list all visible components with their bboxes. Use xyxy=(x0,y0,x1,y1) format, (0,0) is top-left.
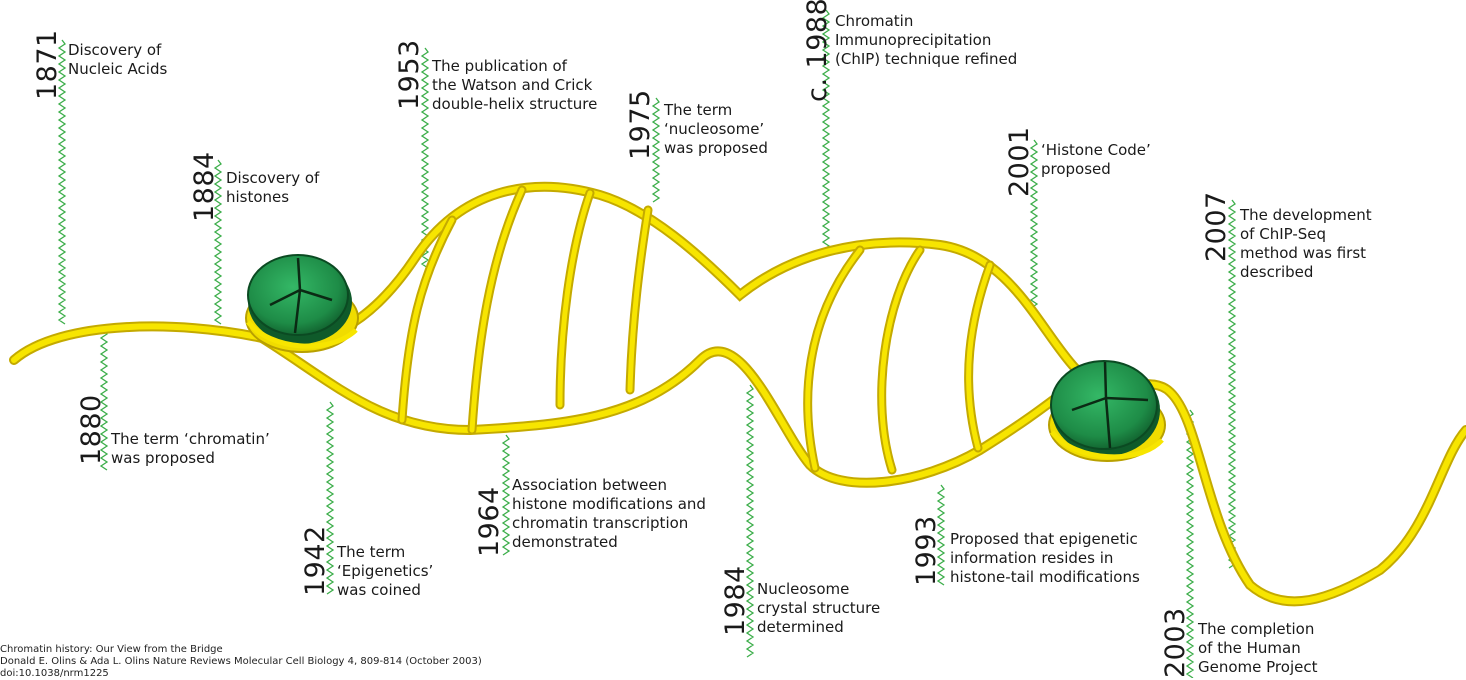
citation-doi: doi:10.1038/nrm1225 xyxy=(0,668,109,679)
event-description-line: was proposed xyxy=(111,449,215,467)
event-description: The completion of the Human Genome Proje… xyxy=(1198,620,1317,677)
event-description-line: of ChIP-Seq xyxy=(1240,225,1327,243)
event-description-line: The publication of xyxy=(432,57,567,75)
connector-1993 xyxy=(936,484,946,586)
event-description: The publication of the Watson and Crick … xyxy=(432,57,597,114)
dna-rung xyxy=(805,247,863,471)
event-description-line: Chromatin xyxy=(835,12,914,30)
event-year: 1953 xyxy=(394,39,425,110)
event-description: The term ‘nucleosome’ was proposed xyxy=(664,101,768,158)
event-description: Nucleosome crystal structure determined xyxy=(757,580,880,637)
event-description: The term ‘chromatin’ was proposed xyxy=(111,430,270,468)
dna-rung xyxy=(467,185,527,435)
citation-title: Chromatin history: Our View from the Bri… xyxy=(0,644,223,655)
event-description: The development of ChIP-Seq method was f… xyxy=(1240,206,1372,282)
event-description-line: ‘Epigenetics’ xyxy=(337,562,434,580)
event-description-line: of the Human xyxy=(1198,639,1301,657)
event-description-line: The development xyxy=(1240,206,1372,224)
event-description-line: histones xyxy=(226,188,290,206)
nucleosome-right xyxy=(1048,360,1166,462)
event-year: 1975 xyxy=(625,89,656,160)
event-description: Proposed that epigenetic information res… xyxy=(950,530,1140,587)
event-description-line: Immunoprecipitation xyxy=(835,31,992,49)
event-year: 1884 xyxy=(189,151,220,222)
dna-rung xyxy=(627,207,651,393)
event-year: c. 1988 xyxy=(802,0,833,102)
event-description-line: Nucleosome xyxy=(757,580,850,598)
event-description-line: proposed xyxy=(1041,160,1111,178)
event-description-line: The term ‘chromatin’ xyxy=(111,430,270,448)
event-year: 1993 xyxy=(911,515,942,586)
event-year: 1942 xyxy=(300,525,331,596)
event-description: Association between histone modification… xyxy=(512,476,706,552)
event-year: 1964 xyxy=(474,486,505,557)
connector-1871 xyxy=(57,39,67,325)
event-description-line: ‘nucleosome’ xyxy=(664,120,765,138)
event-description-line: demonstrated xyxy=(512,533,618,551)
connector-1984 xyxy=(745,384,755,658)
connector-1953 xyxy=(420,47,430,269)
dna-rung xyxy=(469,187,525,433)
dna-rungs xyxy=(397,185,995,475)
dna-rung xyxy=(557,190,593,408)
event-year: 2003 xyxy=(1160,607,1191,678)
event-description: Discovery of histones xyxy=(226,169,319,207)
dna-rung xyxy=(399,217,455,423)
event-description-line: Discovery of xyxy=(226,169,320,187)
event-description-line: described xyxy=(1240,263,1314,281)
event-description-line: the Watson and Crick xyxy=(432,76,593,94)
event-description-line: (ChIP) technique refined xyxy=(835,50,1018,68)
connector-1880 xyxy=(99,329,109,471)
connector-2003 xyxy=(1185,409,1195,678)
event-description-line: was coined xyxy=(337,581,421,599)
connector-1975 xyxy=(651,97,661,203)
event-description-line: Nucleic Acids xyxy=(68,60,168,78)
event-description-line: was proposed xyxy=(664,139,768,157)
source-citation: Chromatin history: Our View from the Bri… xyxy=(0,644,482,680)
event-description-line: Association between xyxy=(512,476,668,494)
event-description: ‘Histone Code’ proposed xyxy=(1041,141,1151,179)
event-description-line: information resides in xyxy=(950,549,1114,567)
event-year: 2001 xyxy=(1004,126,1035,197)
connector-1964 xyxy=(501,434,511,556)
event-description: Discovery of Nucleic Acids xyxy=(68,41,167,79)
connector-1988 xyxy=(821,9,831,255)
event-description-line: ‘Histone Code’ xyxy=(1041,141,1151,159)
connector-1884 xyxy=(213,159,223,325)
event-description-line: The term xyxy=(337,543,406,561)
timeline-connectors xyxy=(57,9,1237,678)
event-description-line: determined xyxy=(757,618,844,636)
event-description-line: Discovery of xyxy=(68,41,162,59)
event-year: 1871 xyxy=(32,29,63,100)
event-description: Chromatin Immunoprecipitation (ChIP) tec… xyxy=(835,12,1017,69)
event-description-line: Proposed that epigenetic xyxy=(950,530,1138,548)
event-description-line: The term xyxy=(664,101,733,119)
dna-rung xyxy=(966,262,993,451)
event-description-line: Genome Project xyxy=(1198,658,1318,676)
event-description: The term ‘Epigenetics’ was coined xyxy=(337,543,433,600)
event-description-line: crystal structure xyxy=(757,599,881,617)
event-description-line: chromatin transcription xyxy=(512,514,689,532)
connector-2001 xyxy=(1029,139,1039,321)
dna-rung xyxy=(879,247,923,473)
event-description-line: histone-tail modifications xyxy=(950,568,1140,586)
nucleosome-left xyxy=(245,254,359,353)
connector-2007 xyxy=(1227,199,1237,569)
dna-lower-strand xyxy=(259,335,1063,486)
connector-1942 xyxy=(325,401,335,595)
dna-rung xyxy=(803,245,865,473)
event-year: 1880 xyxy=(76,394,107,465)
event-description-line: The completion xyxy=(1198,620,1315,638)
event-description-line: histone modifications and xyxy=(512,495,706,513)
event-description-line: double-helix structure xyxy=(432,95,598,113)
citation-authors: Donald E. Olins & Ada L. Olins Nature Re… xyxy=(0,656,482,667)
dna-rung xyxy=(397,215,457,425)
event-year: 2007 xyxy=(1201,191,1232,262)
event-year: 1984 xyxy=(720,565,751,636)
event-description-line: method was first xyxy=(1240,244,1367,262)
